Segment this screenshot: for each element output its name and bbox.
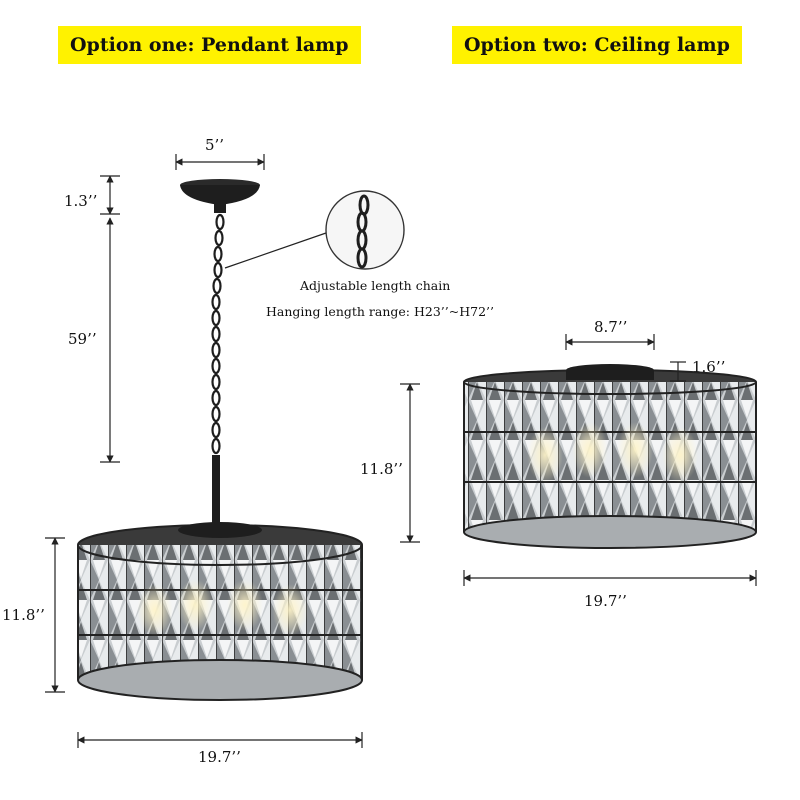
ceiling-option-title: Option two: Ceiling lamp [452,26,742,64]
chain-note-title: Adjustable length chain [300,278,451,293]
ceiling-lamp-illustration [463,364,757,549]
pendant-canopy-height-label: 1.3’’ [64,192,98,210]
ceiling-canopy-height-label: 1.6’’ [692,358,726,376]
chain-note-range: Hanging length range: H23’’~H72’’ [266,304,494,319]
pendant-chain [211,213,225,455]
pendant-shade-width-label: 19.7’’ [198,748,241,766]
pendant-canopy-width-label: 5’’ [205,136,225,154]
ceiling-shade-height-label: 11.8’’ [360,460,403,478]
pendant-lamp-illustration [77,179,405,701]
chain-detail-callout [224,190,405,270]
ceiling-shade-width-label: 19.7’’ [584,592,627,610]
ceiling-canopy-width-label: 8.7’’ [594,318,628,336]
pendant-shade-height-label: 11.8’’ [2,606,45,624]
pendant-option-title: Option one: Pendant lamp [58,26,361,64]
pendant-dimension-lines [45,154,363,748]
ceiling-dimension-lines [400,334,757,586]
pendant-chain-length-label: 59’’ [68,330,97,348]
pendant-shade [77,522,363,701]
pendant-rod [212,455,220,525]
